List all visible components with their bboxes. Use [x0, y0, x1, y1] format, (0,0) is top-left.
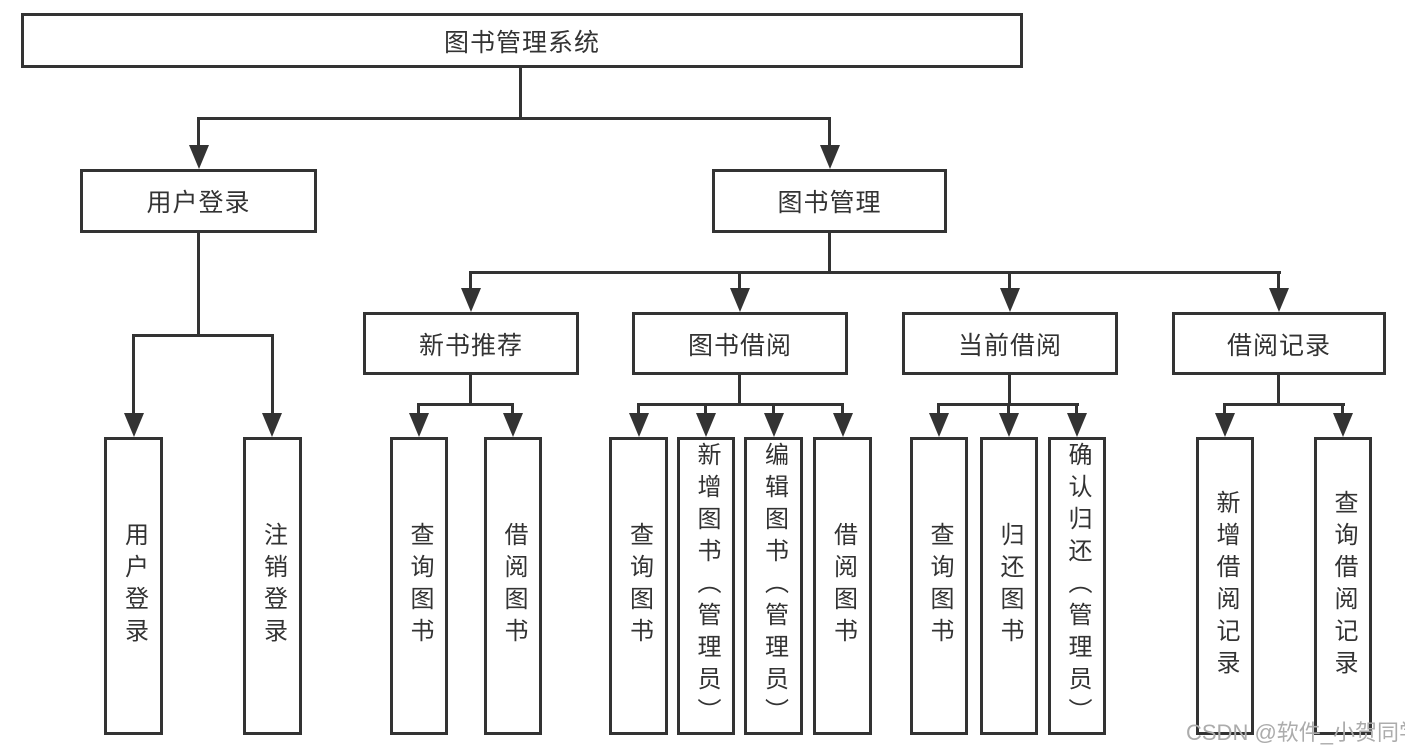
connector-line	[1008, 271, 1011, 292]
node-label: 图书管理系统	[443, 28, 600, 57]
arrow-down-icon	[820, 145, 840, 169]
connector-line	[1075, 403, 1078, 417]
leaf-label: 新增图书（管理员）	[693, 442, 720, 730]
arrow-down-icon	[503, 413, 523, 437]
leaf-return-book: 归还图书	[980, 437, 1038, 735]
arrow-down-icon	[629, 413, 649, 437]
connector-line	[1277, 375, 1280, 406]
leaf-confirm-return-admin: 确认归还（管理员）	[1048, 437, 1106, 735]
node-user-login: 用户登录	[80, 169, 317, 233]
leaf-borrow-book-recommend: 借阅图书	[484, 437, 542, 735]
connector-line	[197, 117, 831, 120]
connector-line	[637, 403, 640, 417]
leaf-query-book-recommend: 查询图书	[390, 437, 448, 735]
leaf-label: 查询图书	[406, 522, 433, 650]
node-label: 图书管理	[777, 189, 882, 217]
leaf-label: 查询图书	[625, 522, 653, 650]
connector-line	[1277, 271, 1280, 292]
connector-line	[738, 375, 741, 406]
connector-line	[132, 334, 135, 416]
connector-line	[197, 233, 200, 337]
arrow-down-icon	[1215, 413, 1235, 437]
node-label: 新书推荐	[418, 331, 523, 360]
leaf-label: 新增借阅记录	[1212, 490, 1239, 682]
connector-line	[772, 403, 775, 417]
connector-line	[470, 271, 1281, 274]
connector-line	[417, 403, 420, 417]
leaf-add-book-admin: 新增图书（管理员）	[677, 437, 735, 735]
connector-line	[738, 271, 741, 292]
leaf-label: 确认归还（管理员）	[1064, 442, 1091, 730]
leaf-edit-book-admin: 编辑图书（管理员）	[744, 437, 803, 735]
connector-line	[828, 233, 831, 274]
leaf-label: 借阅图书	[500, 522, 527, 650]
node-book-borrowing: 图书借阅	[632, 312, 848, 375]
node-label: 借阅记录	[1226, 331, 1331, 360]
leaf-label: 借阅图书	[829, 522, 857, 650]
leaf-borrow-book: 借阅图书	[813, 437, 872, 735]
arrow-down-icon	[189, 145, 209, 169]
leaf-label: 编辑图书（管理员）	[760, 442, 788, 730]
arrow-down-icon	[262, 413, 282, 437]
connector-line	[637, 403, 844, 406]
node-current-borrowing: 当前借阅	[902, 312, 1118, 375]
csdn-watermark: CSDN @软件_小贺同学	[1186, 720, 1405, 745]
node-label: 用户登录	[146, 189, 251, 217]
leaf-label: 用户登录	[120, 522, 148, 650]
node-borrowing-records: 借阅记录	[1172, 312, 1386, 375]
leaf-query-borrow-record: 查询借阅记录	[1314, 437, 1372, 735]
connector-line	[1007, 403, 1010, 417]
connector-line	[1223, 403, 1345, 406]
connector-line	[133, 334, 274, 337]
connector-line	[828, 117, 831, 148]
leaf-label: 查询借阅记录	[1330, 490, 1357, 682]
connector-line	[1341, 403, 1344, 417]
leaf-label: 归还图书	[996, 522, 1023, 650]
arrow-down-icon	[1000, 288, 1020, 312]
arrow-down-icon	[999, 413, 1019, 437]
arrow-down-icon	[1269, 288, 1289, 312]
node-library-management-system: 图书管理系统	[21, 13, 1023, 68]
connector-line	[469, 375, 472, 406]
connector-line	[1008, 375, 1011, 406]
connector-line	[511, 403, 514, 417]
connector-line	[937, 403, 940, 417]
connector-line	[271, 334, 274, 416]
node-label: 图书借阅	[687, 331, 792, 360]
node-label: 当前借阅	[957, 331, 1062, 360]
arrow-down-icon	[1333, 413, 1353, 437]
arrow-down-icon	[929, 413, 949, 437]
connector-line	[841, 403, 844, 417]
arrow-down-icon	[1067, 413, 1087, 437]
leaf-logout: 注销登录	[243, 437, 302, 735]
connector-line	[469, 271, 472, 292]
leaf-query-book-borrow: 查询图书	[609, 437, 668, 735]
node-book-management: 图书管理	[712, 169, 947, 233]
arrow-down-icon	[730, 288, 750, 312]
node-new-book-recommend: 新书推荐	[363, 312, 579, 375]
connector-line	[519, 68, 522, 118]
leaf-add-borrow-record: 新增借阅记录	[1196, 437, 1254, 735]
arrow-down-icon	[124, 413, 144, 437]
leaf-label: 查询图书	[926, 522, 953, 650]
connector-line	[418, 403, 514, 406]
leaf-label: 注销登录	[259, 522, 287, 650]
leaf-query-book-current: 查询图书	[910, 437, 968, 735]
arrow-down-icon	[409, 413, 429, 437]
connector-line	[1223, 403, 1226, 417]
connector-line	[704, 403, 707, 417]
arrow-down-icon	[764, 413, 784, 437]
arrow-down-icon	[461, 288, 481, 312]
arrow-down-icon	[833, 413, 853, 437]
leaf-user-login: 用户登录	[104, 437, 163, 735]
arrow-down-icon	[696, 413, 716, 437]
connector-line	[197, 117, 200, 148]
